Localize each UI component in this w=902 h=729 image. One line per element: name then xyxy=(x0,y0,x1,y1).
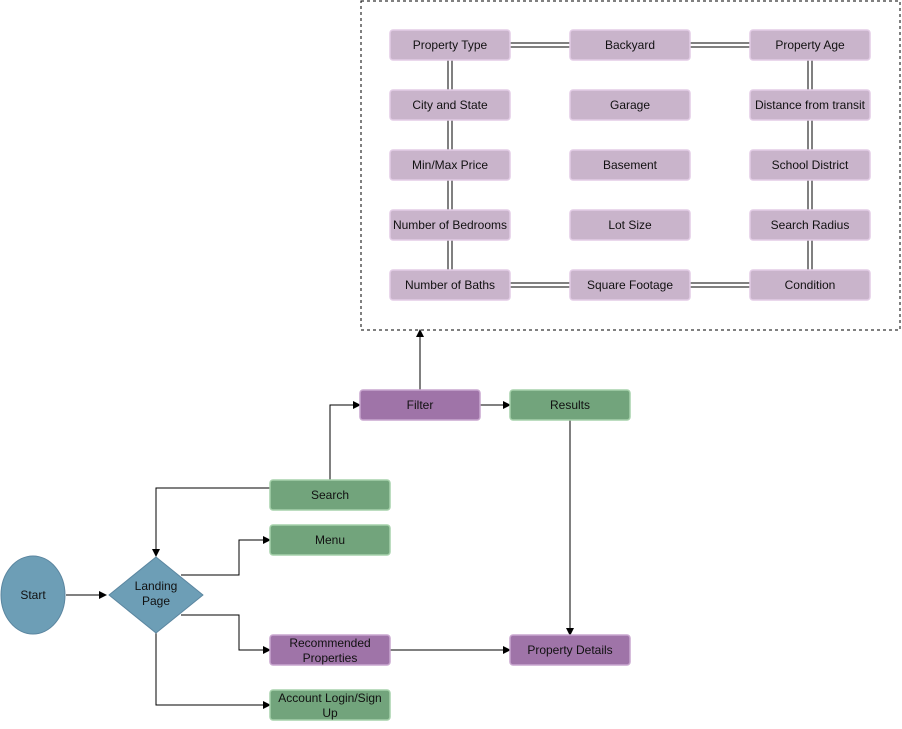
filter-option-square-footage[interactable]: Square Footage xyxy=(569,269,691,301)
arrow-landing-to-menu xyxy=(181,536,271,576)
arrow-search-to-filter xyxy=(329,401,361,480)
landing-page-label-line2: Page xyxy=(142,594,170,608)
menu-node[interactable]: Menu xyxy=(269,524,391,556)
filter-option-condition[interactable]: Condition xyxy=(749,269,871,301)
filter-option-distance-from-transit[interactable]: Distance from transit xyxy=(749,89,871,121)
filter-option-property-type[interactable]: Property Type xyxy=(389,29,511,61)
recommended-label-line1: Recommended xyxy=(289,636,370,650)
filter-option-label: Lot Size xyxy=(608,218,652,232)
filter-option-label: Condition xyxy=(785,278,836,292)
search-node[interactable]: Search xyxy=(269,479,391,511)
filter-option-label: Min/Max Price xyxy=(412,158,488,172)
start-label: Start xyxy=(20,588,46,602)
landing-page-node[interactable]: Landing Page xyxy=(108,556,204,634)
filter-option-backyard[interactable]: Backyard xyxy=(569,29,691,61)
filter-option-number-of-bedrooms[interactable]: Number of Bedrooms xyxy=(389,209,511,241)
search-label: Search xyxy=(311,488,349,502)
property-details-label: Property Details xyxy=(527,643,612,657)
results-node[interactable]: Results xyxy=(509,389,631,421)
filter-option-label: Property Age xyxy=(775,38,845,52)
filter-option-label: Number of Baths xyxy=(405,278,495,292)
landing-page-label-line1: Landing xyxy=(135,579,178,593)
property-details-node[interactable]: Property Details xyxy=(509,634,631,666)
filter-option-connectors xyxy=(447,42,813,288)
filter-option-city-and-state[interactable]: City and State xyxy=(389,89,511,121)
filter-options-container xyxy=(360,0,901,331)
filter-option-number-of-baths[interactable]: Number of Baths xyxy=(389,269,511,301)
filter-option-lot-size[interactable]: Lot Size xyxy=(569,209,691,241)
filter-option-label: Basement xyxy=(603,158,658,172)
filter-option-label: Distance from transit xyxy=(755,98,866,112)
filter-option-label: Square Footage xyxy=(587,278,673,292)
filter-option-label: Property Type xyxy=(413,38,488,52)
account-label-line1: Account Login/Sign xyxy=(278,691,381,705)
recommended-properties-node[interactable]: Recommended Properties xyxy=(269,634,391,666)
arrow-landing-to-account xyxy=(155,633,271,709)
filter-option-label: School District xyxy=(772,158,849,172)
filter-option-basement[interactable]: Basement xyxy=(569,149,691,181)
filter-option-label: Garage xyxy=(610,98,650,112)
filter-option-school-district[interactable]: School District xyxy=(749,149,871,181)
menu-label: Menu xyxy=(315,533,345,547)
filter-option-min-max-price[interactable]: Min/Max Price xyxy=(389,149,511,181)
filter-option-label: Backyard xyxy=(605,38,655,52)
filter-option-label: City and State xyxy=(412,98,488,112)
start-node[interactable]: Start xyxy=(0,555,66,635)
recommended-label-line2: Properties xyxy=(303,651,358,665)
flow-arrows xyxy=(66,329,574,709)
filter-label: Filter xyxy=(407,398,434,412)
filter-option-property-age[interactable]: Property Age xyxy=(749,29,871,61)
account-login-node[interactable]: Account Login/Sign Up xyxy=(269,689,391,721)
filter-option-label: Number of Bedrooms xyxy=(393,218,507,232)
results-label: Results xyxy=(550,398,590,412)
account-label-line2: Up xyxy=(322,706,338,720)
filter-node[interactable]: Filter xyxy=(359,389,481,421)
arrow-search-to-landing xyxy=(152,487,270,557)
arrow-landing-to-recommended xyxy=(181,614,271,654)
filter-option-garage[interactable]: Garage xyxy=(569,89,691,121)
filter-option-search-radius[interactable]: Search Radius xyxy=(749,209,871,241)
filter-option-label: Search Radius xyxy=(771,218,850,232)
